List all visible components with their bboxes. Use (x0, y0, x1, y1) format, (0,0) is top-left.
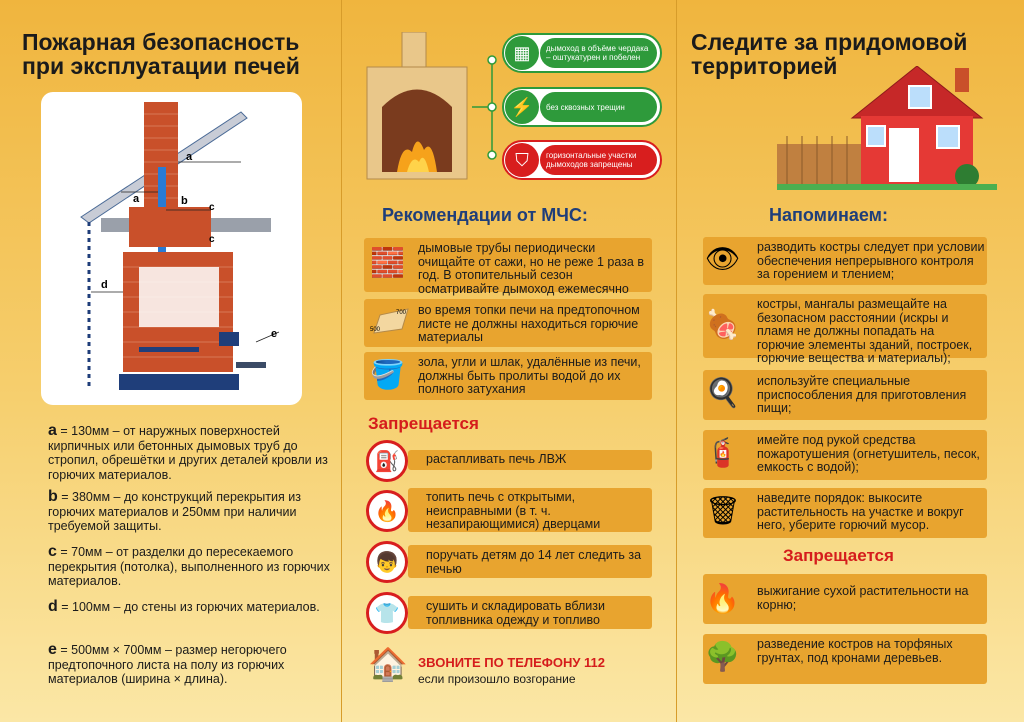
forbid-item-4 (408, 596, 652, 629)
def-e: e = 500мм × 700мм – размер негорючего пр… (48, 641, 287, 687)
svg-text:500: 500 (370, 327, 381, 333)
right-forbid-item-1 (703, 574, 987, 624)
right-forbid-text-2: разведение костров на торфяных грунтах, … (757, 637, 953, 665)
oven-illustration (366, 32, 468, 180)
rec-text-3: зола, угли и шлак, удалённые из печи, до… (418, 355, 641, 396)
bbq-icon: 🍳 (705, 377, 740, 408)
canister-icon: ⛽ (366, 440, 408, 482)
remind-title: Напоминаем: (769, 205, 888, 225)
forbid-text-4: сушить и складировать вблизи топливника … (426, 599, 605, 627)
forbid-item-1 (408, 450, 652, 470)
forbid-item-2 (408, 488, 652, 532)
connector-lines (472, 55, 497, 160)
bucket-icon: 🪣 (370, 359, 405, 390)
dim-label-a: a (133, 193, 140, 205)
svg-text:700: 700 (396, 310, 407, 316)
badge-horizontal-forbidden: ⛉ горизонтальные участки дымоходов запре… (502, 140, 662, 180)
house-illustration (777, 66, 997, 190)
pre-furnace-sheet-icon: 700 500 (370, 308, 409, 334)
forbid-text-2: топить печь с открытыми, неисправными (в… (426, 490, 601, 531)
remind-item-4 (703, 430, 987, 480)
middle-column: ▦ дымоход в объёме чердака – оштукатурен… (341, 0, 675, 722)
remind-item-1 (703, 237, 987, 285)
stove-door-icon: 🔥 (366, 490, 408, 532)
forbid-text-3: поручать детям до 14 лет следить за печь… (426, 548, 642, 576)
grill-icon: 🍖 (705, 309, 740, 340)
stove-chimney-illustration: a a b c c d e (80, 102, 280, 390)
chimney-sweep-icon: 🧱 (370, 247, 405, 278)
remind-text-1: разводить костры следует при условии обе… (757, 240, 985, 281)
badge-no-cracks: ⚡ без сквозных трещин (502, 87, 662, 127)
chimney-icon: ▦ (505, 36, 539, 70)
right-forbid-text-1: выжигание сухой растительности на корню; (757, 584, 969, 612)
grass-fire-icon: 🔥 (705, 583, 740, 614)
rec-text-1: дымовые трубы периодически очищайте от с… (418, 241, 644, 296)
remind-text-3: используйте специальные приспособления д… (757, 374, 967, 415)
remind-text-4: имейте под рукой средства пожаротушения … (757, 433, 980, 474)
child-icon: 👦 (366, 541, 408, 583)
def-c: c = 70мм – от разделки до пересекаемого … (48, 543, 330, 589)
left-title: Пожарная безопасность при эксплуатации п… (22, 29, 300, 79)
remind-item-3 (703, 370, 987, 420)
rec-item-2 (364, 299, 652, 347)
def-b: b = 380мм – до конструкций перекрытия из… (48, 488, 301, 534)
dim-label-d: d (101, 279, 108, 291)
forbid-title-middle: Запрещается (368, 414, 479, 433)
right-forbid-item-2 (703, 634, 987, 684)
rec-item-3 (364, 352, 652, 400)
def-d: d = 100мм – до стены из горючих материал… (48, 598, 320, 615)
house-fire-icon: 🏠 (368, 646, 408, 682)
forbid-title-right: Запрещается (783, 546, 894, 565)
call-112: ЗВОНИТЕ ПО ТЕЛЕФОНУ 112 (418, 655, 606, 670)
dim-label-a-top: a (186, 151, 193, 163)
shield-icon: ⛉ (505, 143, 539, 177)
rec-title: Рекомендации от МЧС: (382, 205, 588, 225)
forbid-item-3 (408, 545, 652, 578)
rec-text-2: во время топки печи на предтопочном лист… (418, 303, 640, 344)
forbid-text-1: растапливать печь ЛВЖ (426, 452, 567, 466)
left-column: Пожарная безопасность при эксплуатации п… (0, 0, 340, 722)
call-112-sub: если произошло возгорание (418, 672, 576, 686)
remind-text-5: наведите порядок: выкосите растительност… (757, 491, 964, 532)
remind-item-5 (703, 488, 987, 538)
clothes-fire-icon: 👕 (366, 592, 408, 634)
stove-diagram: a a b c c d e (41, 92, 302, 405)
remind-item-2 (703, 294, 987, 358)
eye-campfire-icon: 👁 (705, 243, 741, 274)
dim-label-c-bottom: c (209, 234, 215, 245)
dim-label-b: b (181, 195, 188, 207)
tree-fire-icon: 🌳 (705, 641, 740, 672)
def-a: a = 130мм – от наружных поверхностей кир… (48, 422, 328, 482)
dim-label-c-top: c (209, 202, 215, 213)
badge-plastered: ▦ дымоход в объёме чердака – оштукатурен… (502, 33, 662, 73)
crack-icon: ⚡ (505, 90, 539, 124)
dim-label-e: e (271, 328, 277, 340)
remind-text-2: костры, мангалы размещайте на безопасном… (757, 297, 973, 365)
right-column: Следите за придомовой территорией Напоми… (676, 0, 1024, 722)
extinguisher-icon: 🧯 (705, 437, 740, 468)
right-title: Следите за придомовой территорией (691, 29, 968, 79)
trash-icon: 🗑 (705, 495, 741, 526)
rec-item-1 (364, 238, 652, 292)
